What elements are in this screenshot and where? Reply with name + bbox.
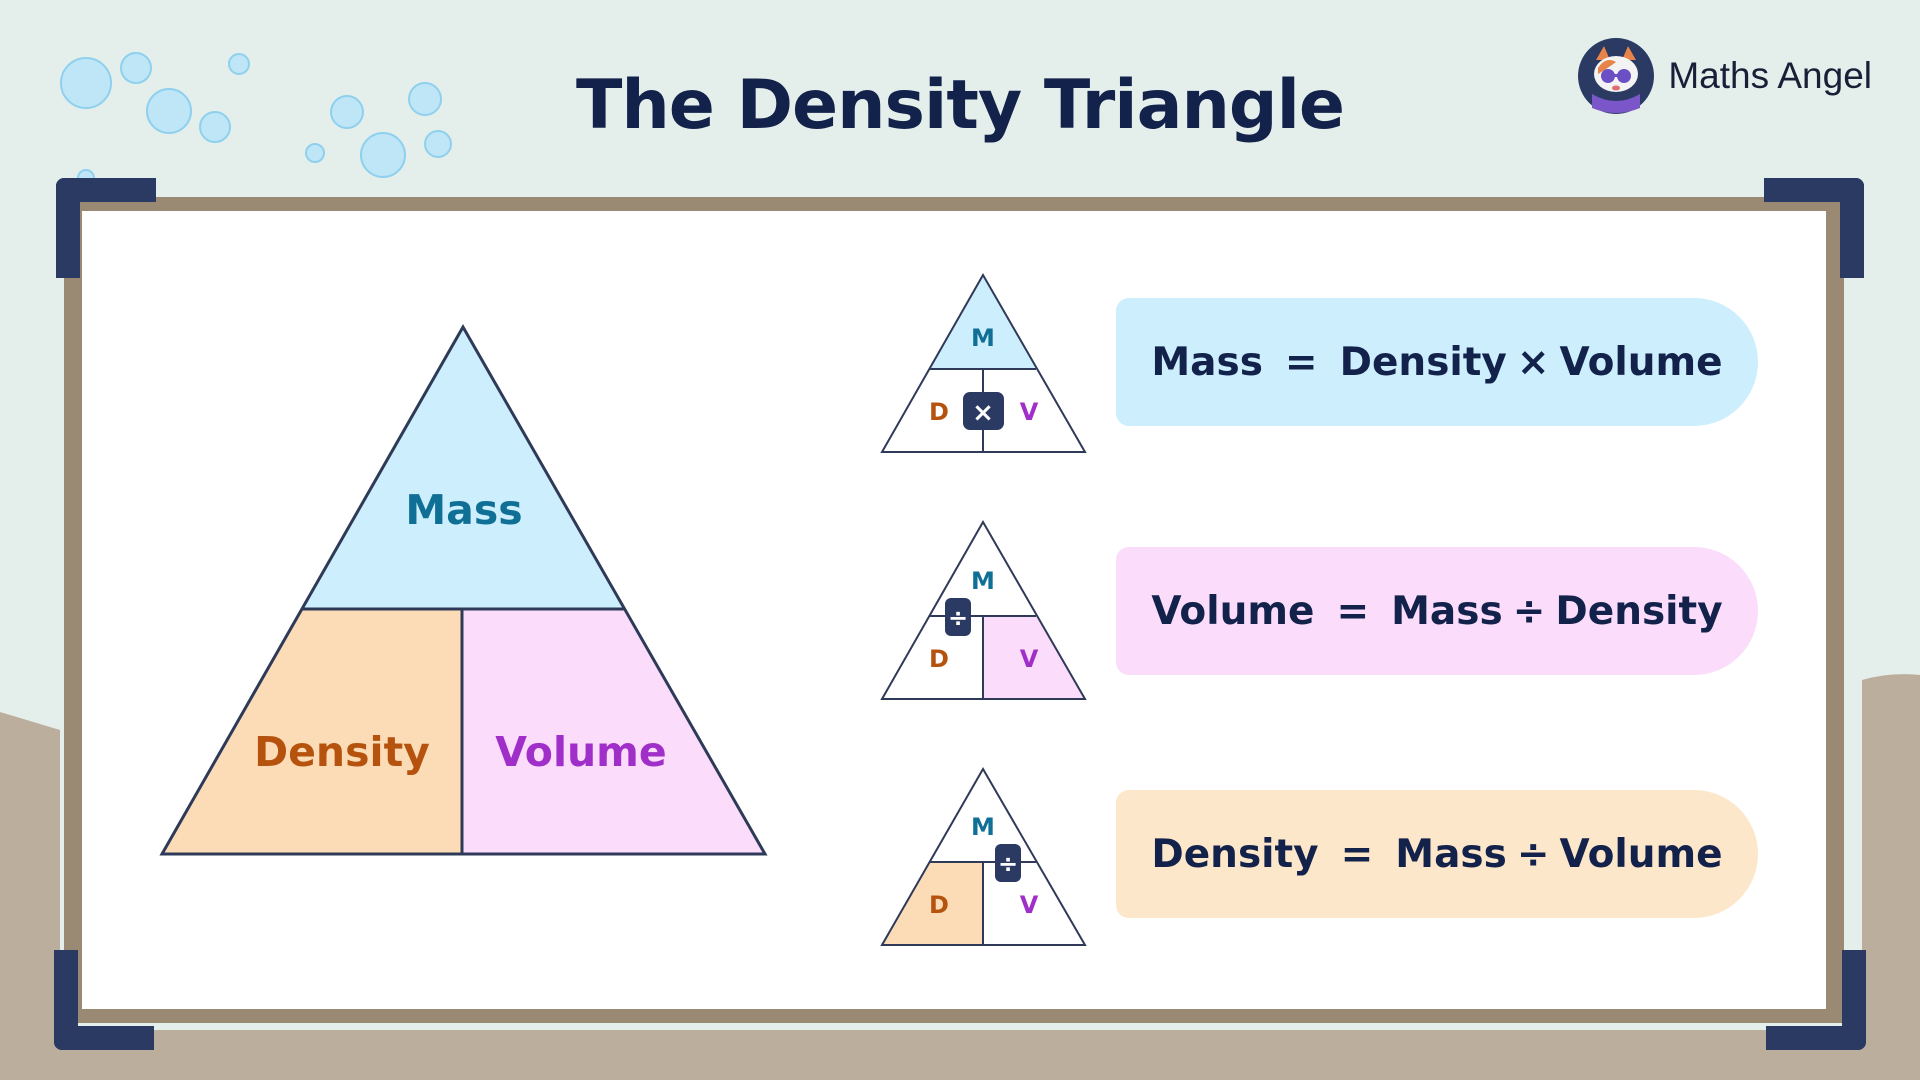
- sand-right: [1862, 674, 1920, 1080]
- board-corner-top-right: [1764, 178, 1864, 278]
- mini-triangle-volume: M D V ÷: [880, 519, 1087, 700]
- mass-label: Mass: [405, 486, 522, 534]
- brand-logo: Maths Angel: [1578, 38, 1872, 114]
- board-corner-top-left: [56, 178, 156, 278]
- mini-v-label: V: [1020, 891, 1039, 919]
- sand-left: [0, 712, 60, 1080]
- mini-d-label: D: [929, 398, 949, 426]
- mini-v-label: V: [1020, 398, 1039, 426]
- divide-icon: ÷: [998, 850, 1018, 878]
- mini-triangle-multiply: M D V ×: [880, 272, 1087, 453]
- formula-equals: =: [1336, 588, 1370, 634]
- formula-operator: ÷: [1516, 831, 1550, 877]
- formula-operator: ×: [1516, 339, 1550, 385]
- density-label: Density: [254, 728, 430, 776]
- formula-equals: =: [1284, 339, 1318, 385]
- mini-m-label: M: [971, 813, 995, 841]
- formula-lhs: Density: [1151, 831, 1319, 877]
- multiply-icon: ×: [972, 398, 994, 428]
- formula-term-b: Volume: [1559, 339, 1723, 385]
- board-corner-bottom-left: [54, 950, 154, 1050]
- mini-v-label: V: [1020, 645, 1039, 673]
- divide-badge: [995, 844, 1021, 882]
- formula-term-a: Density: [1339, 339, 1507, 385]
- divide-badge: [945, 598, 971, 636]
- formula-lhs: Mass: [1151, 339, 1263, 385]
- sand-bottom: [0, 1030, 1920, 1080]
- cat-avatar-icon: [1578, 38, 1655, 114]
- mini-d-label: D: [929, 645, 949, 673]
- formula-term-b: Volume: [1559, 831, 1723, 877]
- formula-density: Density = Mass ÷ Volume: [1116, 790, 1758, 918]
- formula-term-b: Density: [1555, 588, 1723, 634]
- page-title: The Density Triangle: [575, 66, 1345, 145]
- brand-name: Maths Angel: [1668, 55, 1872, 96]
- formula-volume: Volume = Mass ÷ Density: [1116, 547, 1758, 675]
- multiply-badge: [963, 392, 1004, 430]
- mini-m-label: M: [971, 567, 995, 595]
- formula-lhs: Volume: [1151, 588, 1315, 634]
- formula-term-a: Mass: [1391, 588, 1503, 634]
- formula-term-a: Mass: [1395, 831, 1507, 877]
- mini-m-label: M: [971, 324, 995, 352]
- board-corner-bottom-right: [1766, 950, 1866, 1050]
- formula-equals: =: [1340, 831, 1374, 877]
- volume-label: Volume: [495, 728, 666, 776]
- formula-mass: Mass = Density × Volume: [1116, 298, 1758, 426]
- density-region: [162, 609, 462, 854]
- mini-triangle-density: M D V ÷: [880, 766, 1087, 946]
- divide-icon: ÷: [948, 604, 968, 632]
- formula-operator: ÷: [1512, 588, 1546, 634]
- volume-region: [462, 609, 765, 854]
- mass-region: [302, 327, 624, 609]
- mini-d-label: D: [929, 891, 949, 919]
